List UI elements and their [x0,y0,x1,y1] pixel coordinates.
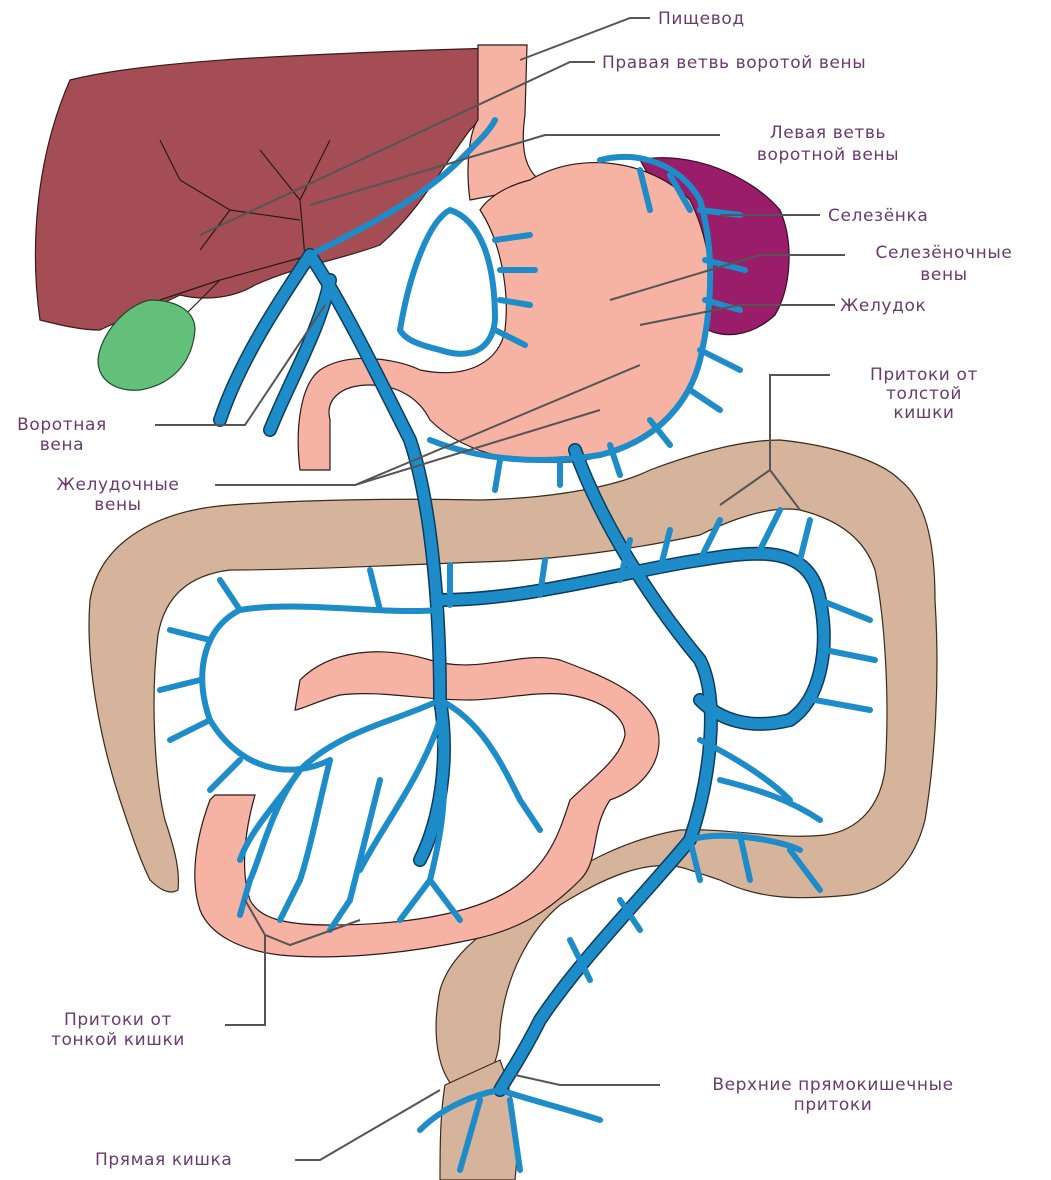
label-colon-tributaries-line1: Притоки от [870,365,978,385]
label-right-portal-branch: Правая ветвь воротой вены [602,53,866,73]
label-splenic-veins-line1: Селезёночные [876,243,1013,263]
label-portal-vein-line2: вена [40,435,84,455]
label-portal-vein-line1: Воротная [17,415,107,435]
label-colon-tributaries-line3: кишки [893,403,954,423]
colon [89,440,937,1095]
small-intestine [195,652,659,957]
label-small-intestine-tributaries-line2: тонкой кишки [51,1030,185,1050]
label-spleen: Селезёнка [828,206,928,226]
label-colon-tributaries-line2: толстой [886,384,962,404]
label-superior-rectal-tributaries-line1: Верхние прямокишечные [712,1075,953,1095]
label-splenic-veins-line2: вены [920,265,967,285]
label-left-portal-branch-line1: Левая ветвь [770,123,886,143]
label-left-portal-branch-line2: воротной вены [757,145,899,165]
label-superior-rectal-tributaries-line2: притоки [794,1095,873,1115]
label-esophagus: Пищевод [658,9,745,29]
label-stomach: Желудок [840,296,926,316]
label-small-intestine-tributaries-line1: Притоки от [64,1010,172,1030]
label-rectum: Прямая кишка [95,1150,232,1170]
label-gastric-veins-line1: Желудочные [57,475,180,495]
label-gastric-veins-line2: вены [94,495,141,515]
